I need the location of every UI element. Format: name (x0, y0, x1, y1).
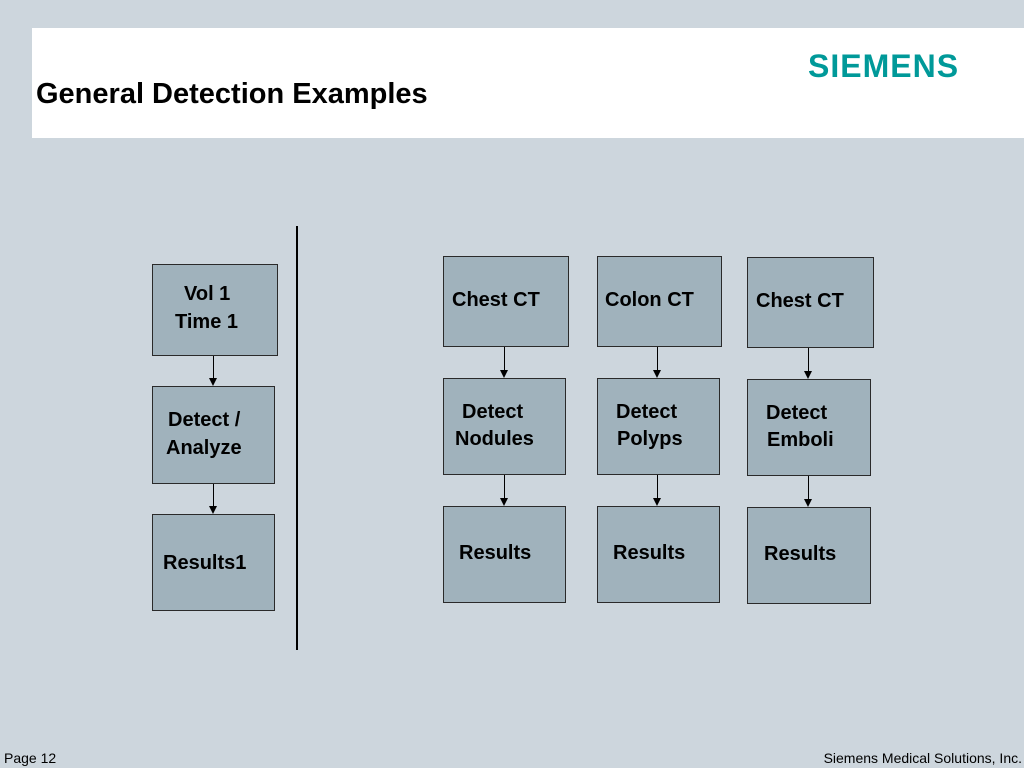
result-label: Results1 (163, 552, 247, 574)
result-label: Results (764, 543, 837, 565)
result-label: Results (459, 542, 532, 564)
input-box-chest-ct-2: Chest CT (747, 257, 874, 348)
step-label-line2: Polyps (617, 428, 683, 450)
connector-line (504, 347, 505, 371)
step-label-line1: Detect / (168, 409, 241, 431)
slide-title: General Detection Examples (36, 78, 428, 110)
step-box-detect-nodules: Detect Nodules (443, 378, 566, 475)
connector-line (808, 348, 809, 372)
step-label-line2: Emboli (767, 429, 834, 451)
step-box-detect-polyps: Detect Polyps (597, 378, 720, 475)
result-box-nodules: Results (443, 506, 566, 603)
vertical-divider (296, 226, 298, 650)
input-label: Colon CT (605, 289, 694, 311)
connector-line (657, 475, 658, 499)
result-box-polyps: Results (597, 506, 720, 603)
result-box-results1: Results1 (152, 514, 275, 611)
arrow-down-icon (804, 499, 812, 507)
connector-line (504, 475, 505, 499)
result-label: Results (613, 542, 686, 564)
input-box-vol1: Vol 1 Time 1 (152, 264, 278, 356)
input-label-line1: Vol 1 (184, 283, 231, 305)
arrow-down-icon (653, 370, 661, 378)
arrow-down-icon (209, 378, 217, 386)
input-label-line2: Time 1 (175, 311, 238, 333)
input-box-colon-ct: Colon CT (597, 256, 722, 347)
arrow-down-icon (500, 498, 508, 506)
arrow-down-icon (653, 498, 661, 506)
result-box-emboli: Results (747, 507, 871, 604)
connector-line (808, 476, 809, 500)
arrow-down-icon (209, 506, 217, 514)
header-band (32, 28, 1024, 138)
step-box-detect-analyze: Detect / Analyze (152, 386, 275, 484)
input-box-chest-ct: Chest CT (443, 256, 569, 347)
input-label: Chest CT (452, 289, 540, 311)
step-label-line1: Detect (616, 401, 678, 423)
page-number: Page 12 (4, 750, 57, 766)
input-label: Chest CT (756, 290, 844, 312)
connector-line (213, 484, 214, 507)
arrow-down-icon (500, 370, 508, 378)
siemens-logo: SIEMENS (808, 48, 960, 84)
step-box-detect-emboli: Detect Emboli (747, 379, 871, 476)
step-label-line2: Nodules (455, 428, 534, 450)
step-label-line1: Detect (766, 402, 828, 424)
arrow-down-icon (804, 371, 812, 379)
step-label-line2: Analyze (166, 437, 242, 459)
company-name: Siemens Medical Solutions, Inc. (823, 750, 1022, 766)
connector-line (213, 356, 214, 379)
step-label-line1: Detect (462, 401, 524, 423)
connector-line (657, 347, 658, 371)
